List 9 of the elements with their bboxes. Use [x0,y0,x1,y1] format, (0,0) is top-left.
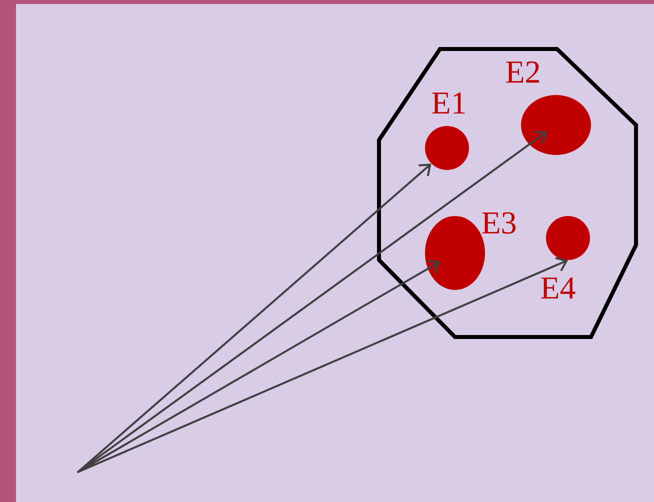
arrow [77,131,548,473]
octagon-shape [377,46,638,339]
arrow [78,260,440,473]
arrow [78,257,568,473]
ellipse-label: E3 [482,212,516,234]
ellipse-label: E2 [506,61,539,83]
ellipse-label: E1 [432,92,465,114]
ellipse-label: E4 [541,277,576,299]
arrow [77,164,432,473]
